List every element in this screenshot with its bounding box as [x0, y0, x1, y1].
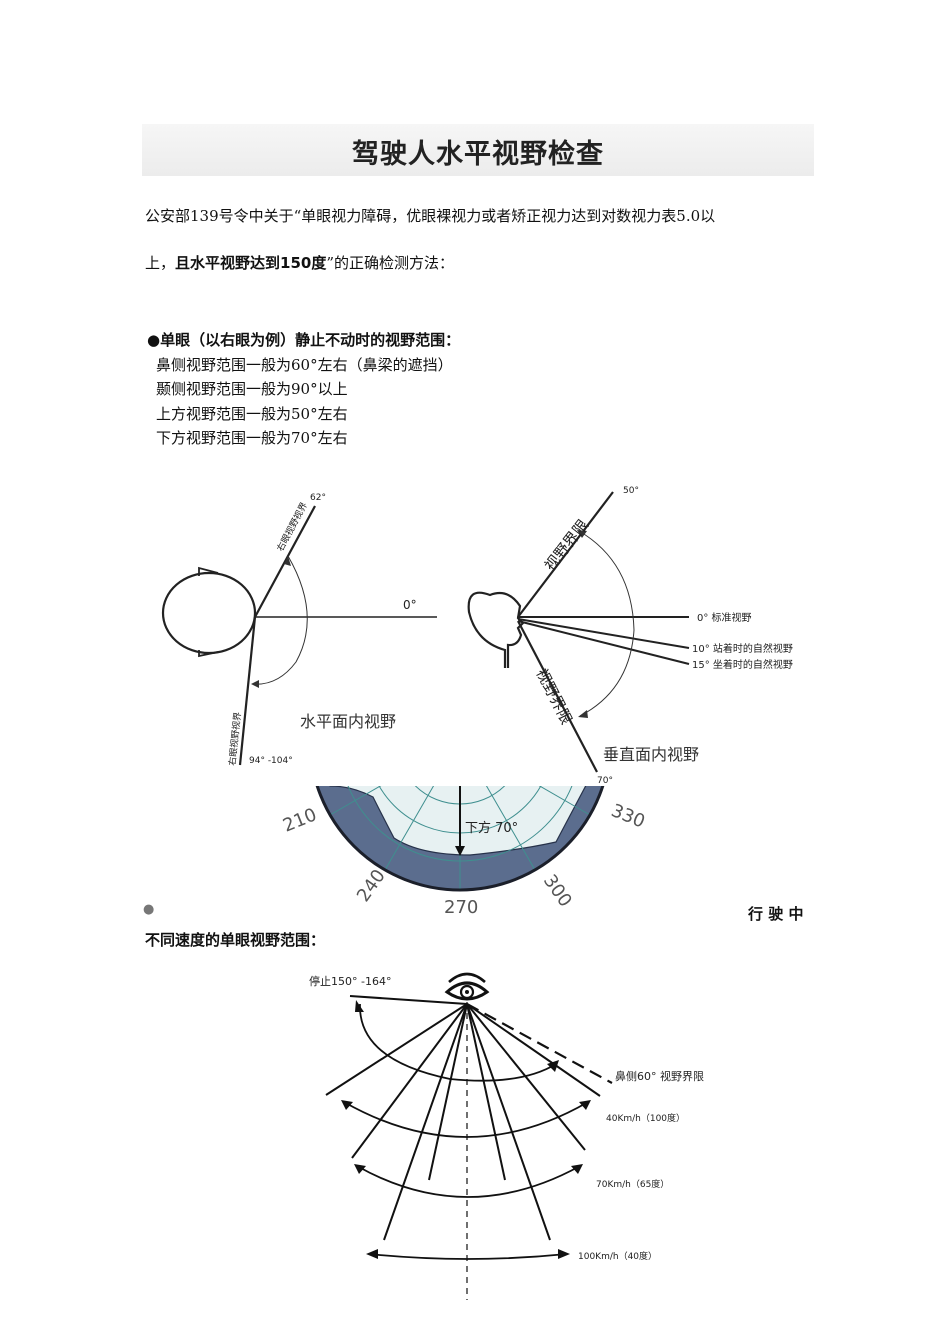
static-item-nasal: 鼻侧视野范围一般为60°左右（鼻梁的遮挡） [156, 355, 453, 374]
title-band [142, 124, 814, 176]
ray-left-4 [428, 1003, 468, 1181]
speed-diagram: 停止150° -164° 鼻侧60° 视野界限 40Km/h（100度） 70K… [309, 972, 704, 1300]
v-fifteen-label: 15° 坐着时的自然视野 [692, 658, 793, 671]
v-caption: 垂直面内视野 [603, 745, 699, 764]
arc-stop [359, 1003, 557, 1082]
head-top-view [161, 571, 257, 655]
ear-bottom [198, 650, 219, 658]
intro-line-2-bold: 且水平视野达到150度 [175, 254, 327, 272]
nasal-dashed-line [466, 1003, 613, 1084]
static-item-lower: 下方视野范围一般为70°左右 [156, 429, 348, 447]
v-arc-arrowhead-top [577, 530, 587, 538]
ray-right-1 [466, 1003, 601, 1097]
v-zero-label: 0° 标准视野 [697, 611, 752, 624]
v-ten-line [517, 618, 690, 649]
speed-70-label: 70Km/h（65度） [596, 1178, 669, 1190]
v-upper-boundary-line [517, 491, 614, 618]
v-arc-arrowhead-bottom [578, 710, 588, 718]
v-top-label: 50° [623, 486, 639, 496]
arc-70kmh [356, 1165, 581, 1198]
horizontal-figure: 62° 右眼视野视界 0° 右眼视野视界 94° -104° 水平面内视野 [161, 493, 437, 766]
ray-right-4 [466, 1003, 506, 1181]
perimeter-chart: 下方 70° 210 240 270 300 330 [280, 786, 648, 916]
v-upper-line-label: 视野界限 [541, 516, 592, 574]
down-arrowhead [455, 846, 465, 856]
static-heading: ●单眼（以右眼为例）静止不动时的视野范围： [147, 331, 461, 349]
static-section: ●单眼（以右眼为例）静止不动时的视野范围： 鼻侧视野范围一般为60°左右（鼻梁的… [147, 328, 460, 451]
intro-line-2-pre: 上， [145, 254, 176, 272]
intro-line-1: 公安部139号令中关于“单眼视力障碍，优眼裸视力或者矫正视力达到对数视力表5.0… [145, 207, 716, 225]
intro-line-2: 上，且水平视野达到150度”的正确检测方法： [145, 253, 454, 273]
h-caption: 水平面内视野 [300, 712, 396, 731]
driving-heading-right: 行 驶 中 [748, 905, 804, 923]
h-angle-arc [252, 555, 308, 685]
h-arc-arrowhead-bottom [251, 680, 259, 688]
h-top-boundary-line [254, 505, 316, 618]
down-arrow-label: 下方 70° [465, 820, 518, 836]
ear-top [198, 566, 219, 576]
eye-icon [444, 972, 490, 1001]
ray-right-2 [466, 1003, 586, 1151]
v-ten-label: 10° 站着时的自然视野 [692, 642, 793, 655]
tick-300: 300 [539, 871, 576, 911]
tick-240: 240 [353, 866, 390, 906]
static-item-temporal: 颞侧视野范围一般为90°以上 [156, 380, 348, 398]
static-item-upper: 上方视野范围一般为50°左右 [156, 404, 348, 423]
driving-bullet: ● [143, 902, 155, 917]
arc-100kmh [368, 1253, 568, 1260]
h-top-label: 62° [310, 493, 326, 503]
v-angle-arc [578, 530, 635, 717]
nasal-label: 鼻侧60° 视野界限 [615, 1069, 704, 1083]
speed-40-label: 40Km/h（100度） [606, 1112, 685, 1124]
ray-left-1 [325, 1003, 468, 1096]
tick-330: 330 [608, 800, 648, 832]
field-diagrams: 62° 右眼视野视界 0° 右眼视野视界 94° -104° 水平面内视野 50… [161, 486, 793, 786]
v-lower-boundary-line [517, 620, 598, 773]
driving-heading-left: 不同速度的单眼视野范围： [145, 931, 326, 949]
intro-line-2-post: ”的正确检测方法： [326, 254, 454, 272]
v-fifteen-line [517, 620, 690, 665]
perimeter-outer-ring [315, 786, 605, 892]
v-bottom-label: 70° [597, 776, 613, 786]
h-bottom-label: 94° -104° [249, 756, 293, 766]
stop-label: 停止150° -164° [309, 974, 391, 988]
speed-100-label: 100Km/h（40度） [578, 1250, 657, 1262]
v-lower-line-label: 视野界限 [532, 666, 575, 728]
page-title: 驾驶人水平视野检查 [352, 139, 604, 170]
tick-270: 270 [444, 897, 478, 916]
tick-210: 210 [280, 804, 320, 836]
ray-left-3 [383, 1003, 468, 1241]
ray-left-2 [351, 1003, 468, 1159]
vertical-figure: 50° 视野界限 0° 标准视野 10° 站着时的自然视野 15° 坐着时的自然… [467, 486, 793, 786]
h-bottom-boundary-line [238, 616, 257, 766]
ray-right-3 [466, 1003, 551, 1241]
head-side-profile [467, 591, 525, 668]
stop-left-line [349, 995, 468, 1005]
h-arc-arrowhead-top [284, 556, 291, 566]
h-zero-label: 0° [403, 598, 417, 612]
arc-40kmh [343, 1101, 589, 1138]
